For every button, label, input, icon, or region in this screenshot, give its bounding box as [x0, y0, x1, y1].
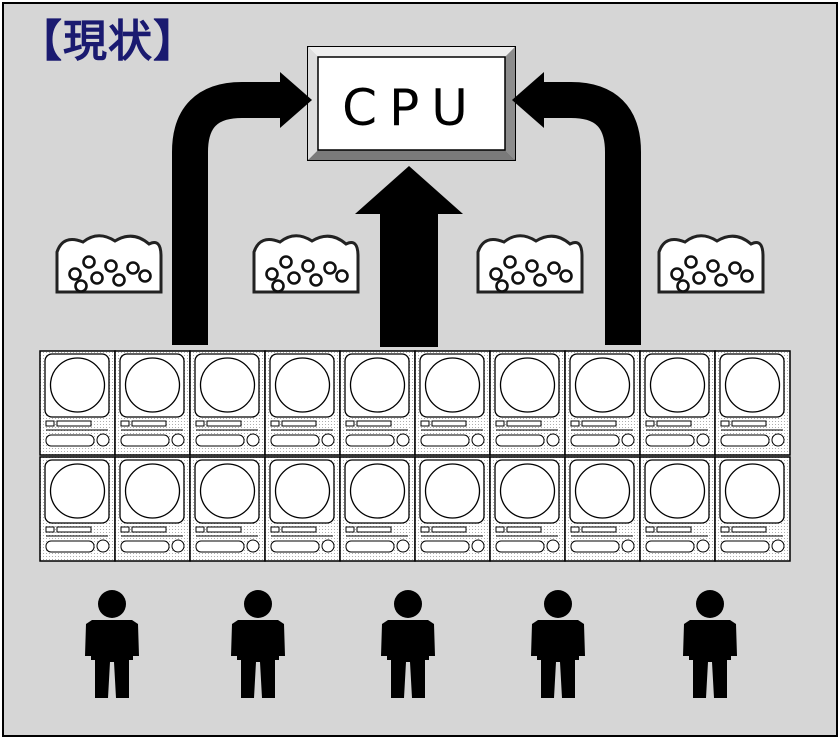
terminal-icon — [489, 350, 566, 456]
terminal-icon — [414, 350, 491, 456]
terminal-icon — [189, 350, 266, 456]
terminal-icon — [564, 456, 641, 562]
terminal-icon — [339, 456, 416, 562]
terminals-layer — [39, 350, 791, 562]
clouds-layer — [55, 234, 765, 294]
terminal-icon — [639, 350, 716, 456]
terminal-icon — [489, 456, 566, 562]
terminal-icon — [189, 456, 266, 562]
data-cloud-icon — [55, 234, 163, 294]
data-cloud-icon — [252, 234, 360, 294]
terminal-icon — [114, 456, 191, 562]
arrow-right-icon — [512, 72, 641, 345]
terminal-icon — [264, 456, 341, 562]
terminal-icon — [639, 456, 716, 562]
data-cloud-icon — [476, 234, 584, 294]
terminal-icon — [339, 350, 416, 456]
diagram-heading: 【現状】 — [18, 16, 198, 67]
terminal-icon — [564, 350, 641, 456]
person-icon — [231, 590, 285, 698]
people-layer — [85, 590, 737, 698]
person-icon — [531, 590, 585, 698]
terminal-icon — [714, 350, 791, 456]
terminal-icon — [39, 456, 116, 562]
terminal-icon — [39, 350, 116, 456]
person-icon — [683, 590, 737, 698]
cpu-label: CPU — [342, 79, 480, 137]
terminal-icon — [714, 456, 791, 562]
arrow-center-icon — [355, 166, 463, 347]
cpu-box-icon: CPU — [307, 46, 516, 161]
person-icon — [381, 590, 435, 698]
arrow-left-icon — [172, 72, 312, 345]
person-icon — [85, 590, 139, 698]
data-cloud-icon — [657, 234, 765, 294]
terminal-icon — [264, 350, 341, 456]
terminal-icon — [114, 350, 191, 456]
terminal-icon — [414, 456, 491, 562]
